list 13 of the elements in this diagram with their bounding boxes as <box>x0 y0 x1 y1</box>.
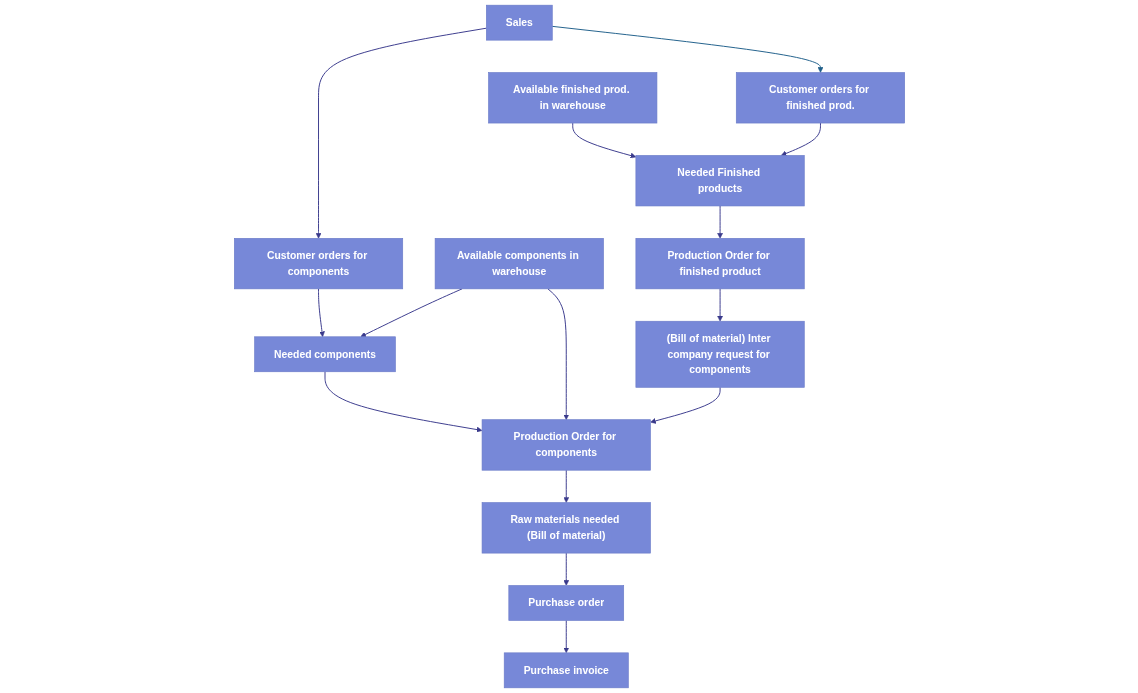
node-box: Purchase order <box>508 585 624 621</box>
node-box: Purchase invoice <box>503 652 629 689</box>
node-box: Sales <box>485 4 553 41</box>
node-box: Available components in warehouse <box>434 238 604 290</box>
node-box: Needed components <box>253 336 396 373</box>
node-box: Available finished prod. in warehouse <box>487 72 657 124</box>
node-box: Needed Finished products <box>635 155 805 207</box>
node-box: Raw materials needed (Bill of material) <box>481 502 651 554</box>
node-box: Production Order for components <box>481 419 651 471</box>
node-box: Customer orders for finished prod. <box>735 72 905 124</box>
node-box: Production Order for finished product <box>635 238 805 290</box>
node-box: (Bill of material) Inter company request for components <box>635 320 805 388</box>
node-box: Customer orders for components <box>233 238 403 290</box>
